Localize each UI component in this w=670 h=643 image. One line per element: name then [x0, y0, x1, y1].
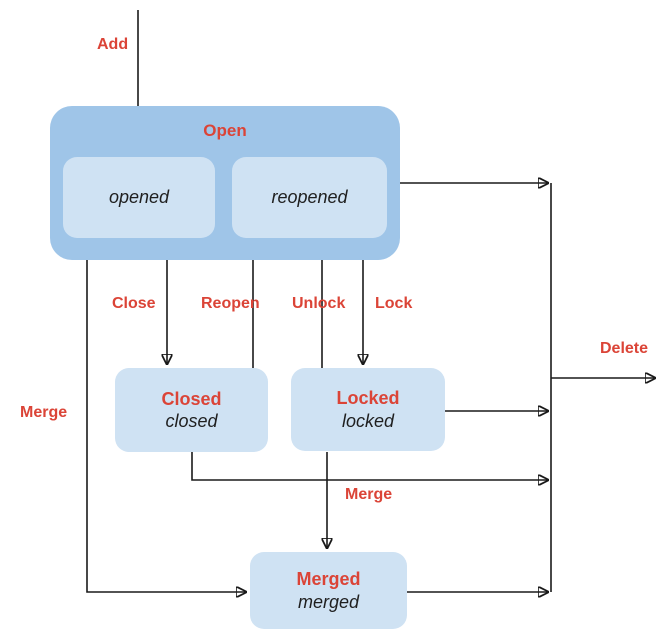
state-locked: Locked locked — [291, 368, 445, 451]
state-opened-label: opened — [108, 187, 170, 207]
state-opened: opened — [63, 157, 215, 238]
transition-label-merge-left: Merge — [20, 404, 68, 421]
state-closed-substate: closed — [165, 411, 218, 431]
state-closed: Closed closed — [115, 368, 268, 452]
edge-closed-to-bus — [191, 452, 548, 480]
transition-label-reopen: Reopen — [201, 295, 260, 312]
edge-merge-open-to-merged — [86, 260, 246, 592]
transition-label-close: Close — [112, 295, 156, 312]
state-merged-substate: merged — [297, 591, 360, 612]
state-locked-name: Locked — [336, 388, 400, 408]
transition-label-unlock: Unlock — [292, 295, 346, 312]
transition-label-lock: Lock — [375, 295, 413, 312]
state-closed-name: Closed — [161, 388, 222, 409]
state-merged-name: Merged — [296, 569, 361, 589]
state-open-label: Open — [203, 121, 247, 140]
transition-label-delete: Delete — [600, 340, 649, 357]
state-merged: Merged merged — [250, 552, 407, 629]
state-reopened-label: reopened — [271, 187, 348, 207]
state-reopened: reopened — [232, 157, 387, 238]
transition-label-merge-bottom: Merge — [345, 486, 393, 503]
state-open-group: Open opened reopened — [50, 106, 400, 260]
state-locked-substate: locked — [341, 410, 395, 431]
transition-label-add: Add — [97, 36, 129, 53]
